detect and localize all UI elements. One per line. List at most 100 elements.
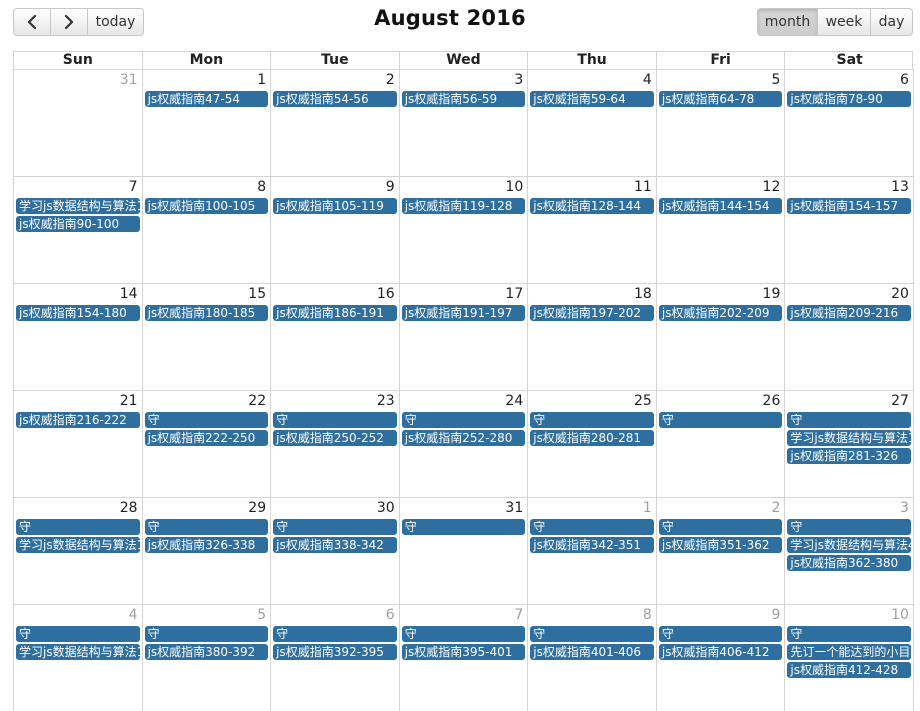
calendar-event[interactable]: js权威指南250-252 (273, 430, 397, 446)
calendar-event[interactable]: 守 (530, 412, 654, 428)
day-number[interactable]: 13 (891, 179, 909, 195)
day-cell[interactable]: 17 js权威指南191-197 (399, 283, 529, 390)
day-number[interactable]: 22 (248, 393, 267, 409)
day-number[interactable]: 9 (771, 607, 781, 623)
calendar-event[interactable]: js权威指南395-401 (401, 644, 526, 660)
calendar-event[interactable]: js权威指南280-281 (530, 430, 654, 446)
day-cell[interactable]: 2 守 js权威指南351-362 (656, 497, 786, 604)
calendar-event[interactable]: js权威指南128-144 (530, 198, 654, 214)
calendar-event[interactable]: js权威指南326-338 (144, 537, 269, 553)
calendar-event[interactable]: 学习js数据结构与算法1 (787, 430, 911, 446)
day-number[interactable]: 17 (505, 286, 524, 302)
calendar-event[interactable]: js权威指南119-128 (401, 198, 526, 214)
today-button[interactable]: today (88, 8, 144, 36)
calendar-event[interactable]: js权威指南154-157 (787, 198, 911, 214)
day-number[interactable]: 4 (642, 72, 652, 88)
day-number[interactable]: 25 (633, 393, 652, 409)
day-cell[interactable]: 28 守学习js数据结构与算法1 (14, 497, 143, 604)
calendar-event[interactable]: js权威指南342-351 (530, 537, 654, 553)
day-number[interactable]: 8 (642, 607, 652, 623)
calendar-event[interactable]: js权威指南154-180 (16, 305, 140, 321)
calendar-event[interactable]: 学习js数据结构与算法1 (16, 537, 140, 553)
calendar-event[interactable]: 守 (787, 626, 911, 642)
day-cell[interactable]: 23 守 js权威指南250-252 (271, 390, 400, 497)
calendar-event[interactable]: 守 (658, 519, 783, 535)
day-number[interactable]: 31 (505, 500, 524, 516)
calendar-event[interactable]: js权威指南209-216 (787, 305, 911, 321)
calendar-event[interactable]: js权威指南47-54 (144, 91, 269, 107)
day-number[interactable]: 11 (633, 179, 652, 195)
day-cell[interactable]: 26 守 (656, 390, 786, 497)
calendar-event[interactable]: 守 (16, 519, 140, 535)
day-number[interactable]: 19 (762, 286, 781, 302)
calendar-event[interactable]: 守 (16, 626, 140, 642)
calendar-event[interactable]: js权威指南90-100 (16, 216, 140, 232)
calendar-event[interactable]: js权威指南56-59 (401, 91, 526, 107)
calendar-event[interactable]: js权威指南406-412 (658, 644, 783, 660)
day-number[interactable]: 24 (505, 393, 524, 409)
day-cell[interactable]: 11 js权威指南128-144 (528, 176, 657, 283)
calendar-event[interactable]: 守 (273, 626, 397, 642)
calendar-event[interactable]: js权威指南412-428 (787, 662, 911, 678)
day-cell[interactable]: 13 js权威指南154-157 (785, 176, 914, 283)
week-view-button[interactable]: week (818, 8, 871, 36)
calendar-event[interactable]: js权威指南197-202 (530, 305, 654, 321)
day-number[interactable]: 26 (762, 393, 781, 409)
day-number[interactable]: 28 (119, 500, 138, 516)
calendar-event[interactable]: js权威指南362-380 (787, 555, 911, 571)
day-number[interactable]: 3 (514, 72, 524, 88)
day-number[interactable]: 23 (376, 393, 395, 409)
day-number[interactable]: 5 (257, 607, 267, 623)
calendar-event[interactable]: 守 (530, 626, 654, 642)
day-number[interactable]: 16 (376, 286, 395, 302)
day-cell[interactable]: 24 守 js权威指南252-280 (399, 390, 529, 497)
calendar-event[interactable]: js权威指南180-185 (144, 305, 269, 321)
day-number[interactable]: 9 (385, 179, 395, 195)
calendar-event[interactable]: 守 (401, 412, 526, 428)
day-cell[interactable]: 31 (14, 69, 143, 176)
calendar-event[interactable]: js权威指南105-119 (273, 198, 397, 214)
calendar-event[interactable]: js权威指南78-90 (787, 91, 911, 107)
day-number[interactable]: 7 (514, 607, 524, 623)
calendar-event[interactable]: js权威指南252-280 (401, 430, 526, 446)
day-cell[interactable]: 21 js权威指南216-222 (14, 390, 143, 497)
calendar-event[interactable]: 守 (273, 412, 397, 428)
day-number[interactable]: 2 (771, 500, 781, 516)
calendar-event[interactable]: js权威指南338-342 (273, 537, 397, 553)
calendar-event[interactable]: 学习js数据结构与算法1 (16, 644, 140, 660)
calendar-event[interactable]: js权威指南281-326 (787, 448, 911, 464)
day-number[interactable]: 27 (891, 393, 909, 409)
day-cell[interactable]: 25 守 js权威指南280-281 (528, 390, 657, 497)
calendar-event[interactable]: js权威指南54-56 (273, 91, 397, 107)
calendar-event[interactable]: js权威指南351-362 (658, 537, 783, 553)
month-view-button[interactable]: month (757, 8, 818, 36)
day-number[interactable]: 30 (376, 500, 395, 516)
calendar-event[interactable]: 守 (144, 412, 269, 428)
day-number[interactable]: 7 (128, 179, 138, 195)
prev-month-button[interactable] (13, 8, 51, 36)
calendar-event[interactable]: 守 (530, 519, 654, 535)
calendar-event[interactable]: js权威指南216-222 (16, 412, 140, 428)
day-number[interactable]: 10 (505, 179, 524, 195)
day-number[interactable]: 29 (248, 500, 267, 516)
day-number[interactable]: 21 (119, 393, 138, 409)
day-number[interactable]: 3 (900, 500, 909, 516)
calendar-event[interactable]: js权威指南191-197 (401, 305, 526, 321)
calendar-event[interactable]: 守 (658, 412, 783, 428)
calendar-event[interactable]: js权威指南186-191 (273, 305, 397, 321)
calendar-event[interactable]: 先订一个能达到的小目标 (787, 644, 911, 660)
